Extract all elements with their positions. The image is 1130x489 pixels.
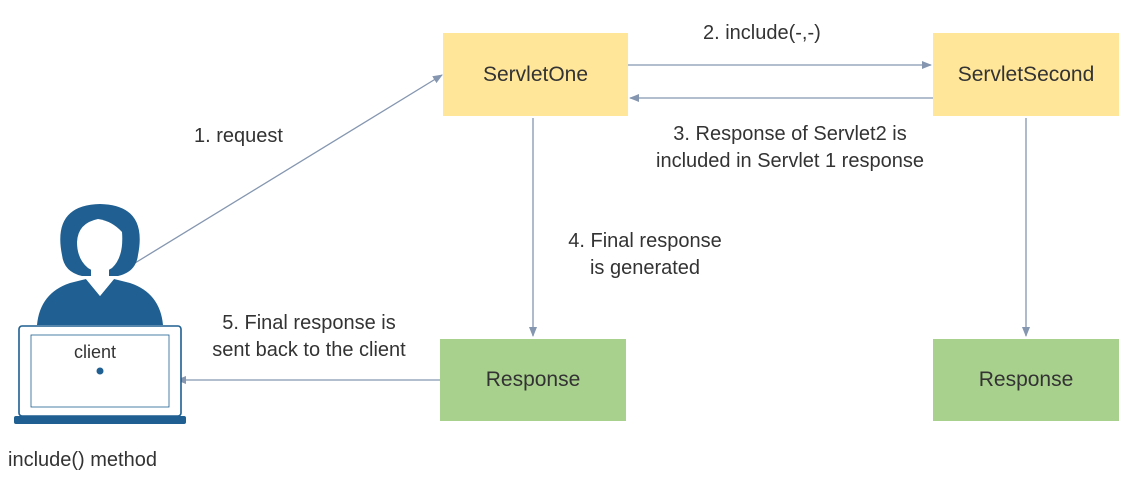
servlet-one-box: ServletOne bbox=[443, 33, 628, 116]
servlet-second-label: ServletSecond bbox=[957, 62, 1095, 86]
request-label: 1. request bbox=[194, 125, 283, 147]
diagram-caption: include() method bbox=[8, 449, 157, 471]
sent-back-line-1: 5. Final response is bbox=[222, 312, 396, 334]
client-label: client bbox=[74, 342, 117, 362]
sent-back-label: 5. Final response is sent back to the cl… bbox=[186, 310, 432, 364]
response-left-box: Response bbox=[440, 339, 626, 421]
request-arrow bbox=[134, 74, 443, 264]
response-left-label: Response bbox=[485, 368, 581, 391]
included-response-label: 3. Response of Servlet2 is included in S… bbox=[626, 121, 954, 175]
response-right-box: Response bbox=[933, 339, 1119, 421]
laptop-icon bbox=[14, 325, 186, 424]
included-response-line-2: included in Servlet 1 response bbox=[656, 150, 924, 172]
user-icon bbox=[37, 204, 163, 325]
servlet-second-box: ServletSecond bbox=[933, 33, 1119, 116]
sent-back-line-2: sent back to the client bbox=[212, 339, 406, 361]
response-right-label: Response bbox=[978, 368, 1074, 391]
servlet-one-label: ServletOne bbox=[482, 62, 589, 86]
final-generated-line-1: 4. Final response bbox=[568, 230, 722, 252]
include-label: 2. include(-,-) bbox=[703, 22, 821, 44]
final-generated-line-2: is generated bbox=[589, 257, 701, 279]
final-generated-label: 4. Final response is generated bbox=[545, 228, 745, 282]
included-response-line-1: 3. Response of Servlet2 is bbox=[673, 123, 907, 145]
